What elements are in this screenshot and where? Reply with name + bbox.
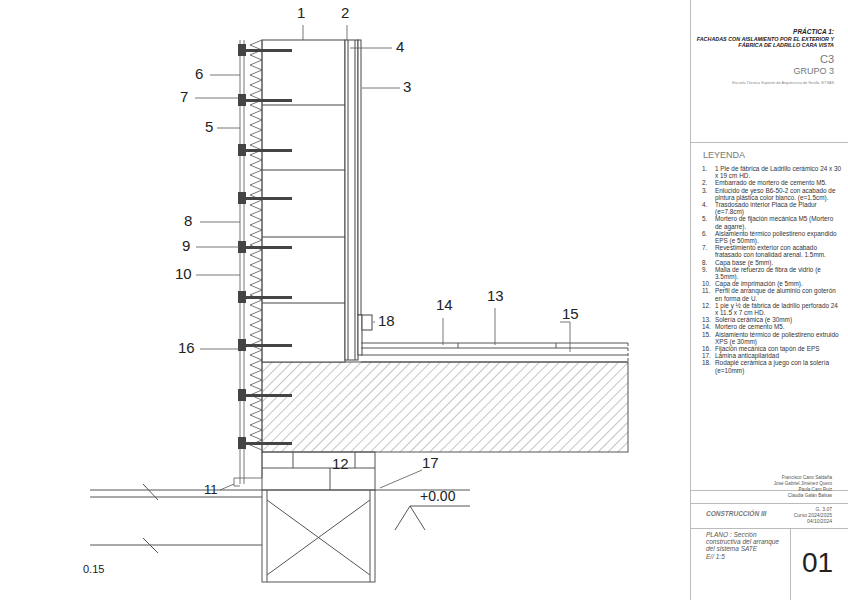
callout-number: 16: [178, 340, 195, 357]
legend-text: Enlucido de yeso B6-50-2 con acabado de …: [715, 187, 842, 201]
legend-text: 1 pie y ½ de fábrica de ladrillo perfora…: [715, 302, 842, 316]
sheet-text: CONSTRUCCIÓN III: [706, 510, 766, 517]
sheet-text: Francisco Cano Saldaña: [782, 475, 832, 480]
legend-row: 7.Revestimiento exterior con acabado fra…: [702, 244, 842, 258]
legend-number: 10.: [702, 280, 715, 287]
legend-row: 4.Trasdosado interior Placa de Pladur (e…: [702, 201, 842, 215]
sheet-text: Claudia Galán Balsas: [788, 493, 832, 498]
legend-text: Revestimiento exterior con acabado frata…: [715, 244, 842, 258]
legend-row: 9.Malla de refuerzo de fibra de vidrio (…: [702, 266, 842, 280]
legend-text: Mortero de fijación mecánica M5 (Mortero…: [715, 215, 842, 229]
legend-number: 17.: [702, 352, 715, 359]
callout-number: 18: [378, 313, 395, 330]
legend-row: 1.1 Pie de fábrica de Ladrillo cerámico …: [702, 165, 842, 179]
legend-number: 12.: [702, 302, 715, 316]
legend-number: 2.: [702, 179, 715, 186]
callout-number: 15: [562, 306, 579, 323]
sheet-text: Escuela Técnica Superior de Arquitectura…: [732, 81, 834, 85]
legend-number: 4.: [702, 201, 715, 215]
callout-number: 9: [182, 238, 190, 255]
callout-number: 6: [195, 66, 203, 83]
legend-number: 7.: [702, 244, 715, 258]
sheet-text: José Gabriel Jiménez Quero: [774, 481, 832, 486]
legend-row: 10.Capa de imprimación (e 5mm).: [702, 280, 842, 287]
legend-row: 17.Lámina anticapilaridad: [702, 352, 842, 359]
sheet-text: 0.15: [83, 563, 104, 575]
legend-text: Embarrado de mortero de cemento M5.: [715, 179, 842, 186]
legend-text: Lámina anticapilaridad: [715, 352, 842, 359]
callout-number: 12: [332, 456, 349, 473]
sheet-text: Curso 2024/2025: [794, 513, 832, 519]
legend-number: 6.: [702, 230, 715, 244]
legend-row: 6.Aislamiento térmico poliestireno expan…: [702, 230, 842, 244]
legend-text: Fijación mecánica con tapón de EPS: [715, 345, 842, 352]
sheet-text: G. 3.07: [816, 507, 832, 513]
sheet-text: PRÁCTICA 1:: [793, 28, 834, 35]
legend-text: Trasdosado interior Placa de Pladur (e=7…: [715, 201, 842, 215]
callout-number: 8: [184, 213, 192, 230]
legend-number: 18.: [702, 359, 715, 373]
legend-text: Malla de refuerzo de fibra de vidrio (e …: [715, 266, 842, 280]
legend-text: Rodapié cerámica a juego con la solería …: [715, 359, 842, 373]
legend-text: Perfil de arranque de aluminio con goter…: [715, 287, 842, 301]
legend-number: 11.: [702, 287, 715, 301]
legend-number: 16.: [702, 345, 715, 352]
sheet-text: E// 1:5: [706, 553, 725, 560]
sheet-text: 04/10/2024: [807, 519, 832, 525]
legend-row: 8.Capa base (e 5mm).: [702, 259, 842, 266]
legend-list: 1.1 Pie de fábrica de Ladrillo cerámico …: [702, 165, 842, 374]
legend-number: 8.: [702, 259, 715, 266]
legend-number: 5.: [702, 215, 715, 229]
legend-row: 2.Embarrado de mortero de cemento M5.: [702, 179, 842, 186]
sheet-text: GRUPO 3: [793, 67, 834, 77]
legend-row: 18.Rodapié cerámica a juego con la soler…: [702, 359, 842, 373]
sheet-text: PLANO : Sección constructiva del arranqu…: [706, 531, 788, 552]
legend-number: 13.: [702, 316, 715, 323]
sheet-text: C3: [820, 53, 834, 65]
callout-number: 10: [175, 266, 192, 283]
callout-number: 5: [205, 119, 213, 136]
callout-number: 11: [204, 483, 218, 497]
legend-text: Capa de imprimación (e 5mm).: [715, 280, 842, 287]
legend-text: 1 Pie de fábrica de Ladrillo cerámico 24…: [715, 165, 842, 179]
sheet-text: LEYENDA: [703, 151, 745, 161]
sheet-text: Paula Caro Ruiz: [799, 487, 832, 492]
callout-number: 17: [422, 455, 439, 472]
legend-text: Capa base (e 5mm).: [715, 259, 842, 266]
legend-row: 11.Perfil de arranque de aluminio con go…: [702, 287, 842, 301]
legend-row: 14.Mortero de cemento M5.: [702, 323, 842, 330]
sheet-text: FACHADAS CON AISLAMIENTO POR EL EXTERIOR…: [694, 37, 834, 49]
sheet-text: 01: [802, 548, 833, 579]
legend-row: 16.Fijación mecánica con tapón de EPS: [702, 345, 842, 352]
legend-number: 1.: [702, 165, 715, 179]
legend-number: 15.: [702, 331, 715, 345]
callout-number: 2: [341, 5, 349, 22]
legend-number: 9.: [702, 266, 715, 280]
legend-row: 15.Aislamiento térmico de poliestireno e…: [702, 331, 842, 345]
callout-number: 13: [487, 288, 504, 305]
legend-text: Aislamiento térmico de poliestireno extr…: [715, 331, 842, 345]
legend-row: 5.Mortero de fijación mecánica M5 (Morte…: [702, 215, 842, 229]
legend-row: 12.1 pie y ½ de fábrica de ladrillo perf…: [702, 302, 842, 316]
legend-text: Aislamiento térmico poliestireno expandi…: [715, 230, 842, 244]
callout-number: 4: [396, 39, 404, 56]
callout-number: 7: [180, 89, 188, 106]
callout-number: 3: [403, 79, 411, 96]
callout-number: 1: [297, 5, 305, 22]
legend-text: Mortero de cemento M5.: [715, 323, 842, 330]
sheet-text: +0.00: [420, 489, 455, 504]
legend-text: Solería cerámica (e 30mm): [715, 316, 842, 323]
legend-number: 3.: [702, 187, 715, 201]
legend-number: 14.: [702, 323, 715, 330]
callout-number: 14: [436, 297, 453, 314]
legend-row: 3.Enlucido de yeso B6-50-2 con acabado d…: [702, 187, 842, 201]
legend-row: 13.Solería cerámica (e 30mm): [702, 316, 842, 323]
